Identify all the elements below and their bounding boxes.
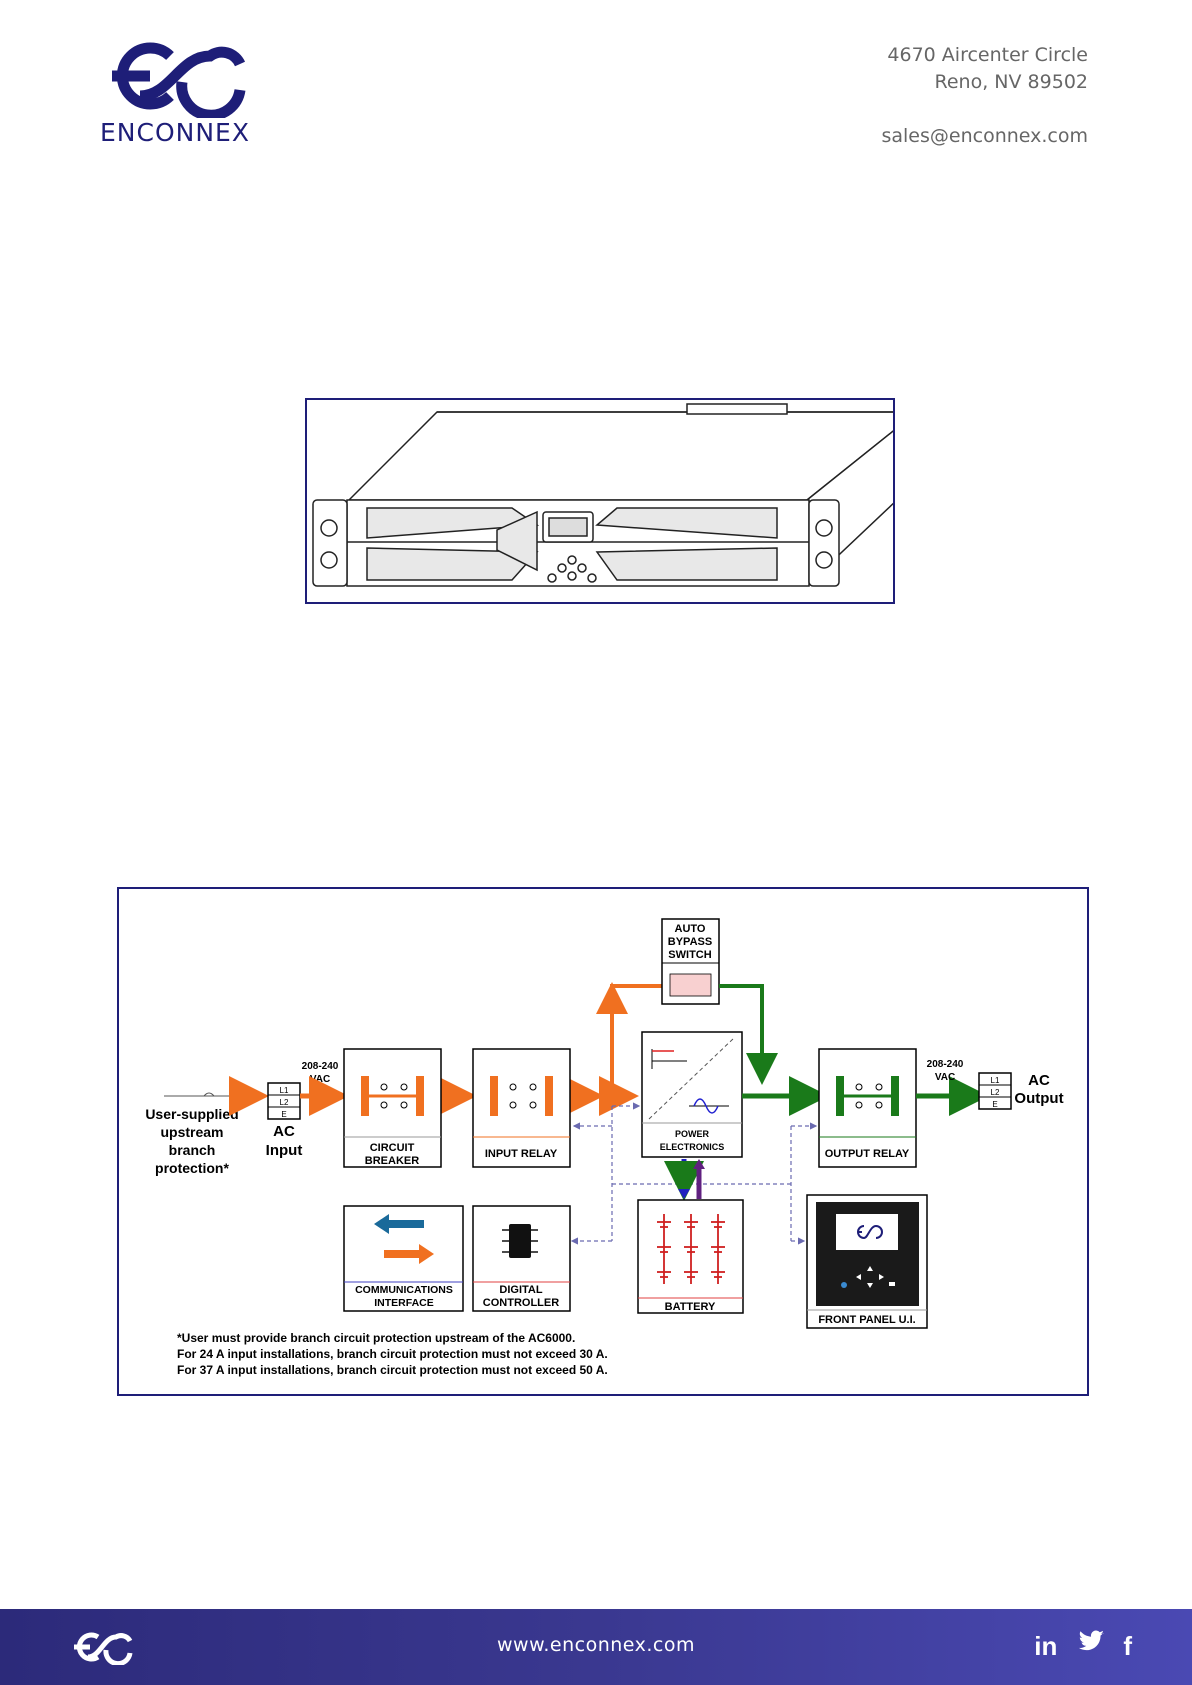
circuit-breaker-label-1: CIRCUIT xyxy=(370,1142,415,1154)
bypass-label-2: BYPASS xyxy=(668,936,712,948)
enconnex-logo-icon xyxy=(112,42,246,118)
output-terminal-l2: L2 xyxy=(991,1088,1000,1097)
company-name: ENCONNEX xyxy=(100,118,250,147)
address-line-2: Reno, NV 89502 xyxy=(934,71,1088,93)
output-relay-label: OUTPUT RELAY xyxy=(825,1148,910,1160)
website-link[interactable]: www.enconnex.com xyxy=(496,1634,696,1656)
user-supplied-label-1: User-supplied xyxy=(145,1106,238,1122)
ac-input-label-2: Input xyxy=(266,1142,303,1159)
ups-product-image xyxy=(312,403,898,587)
note-line-2: For 24 A input installations, branch cir… xyxy=(177,1347,608,1361)
bypass-label-3: SWITCH xyxy=(668,949,711,961)
company-address: 4670 Aircenter Circle Reno, NV 89502 sal… xyxy=(881,42,1088,150)
front-panel-label: FRONT PANEL U.I. xyxy=(818,1314,915,1326)
ac-output-label-1: AC xyxy=(1028,1072,1050,1089)
ac-output-label-2: Output xyxy=(1014,1090,1063,1107)
note-line-3: For 37 A input installations, branch cir… xyxy=(177,1363,608,1377)
bypass-label-1: AUTO xyxy=(675,923,706,935)
social-links: in f xyxy=(1034,1629,1132,1663)
input-voltage-2: VAC xyxy=(310,1074,330,1085)
output-terminal-l1: L1 xyxy=(991,1076,1000,1085)
email-link[interactable]: sales@enconnex.com xyxy=(881,125,1088,147)
input-terminal-l1: L1 xyxy=(280,1086,289,1095)
power-electronics-label-2: ELECTRONICS xyxy=(660,1142,725,1152)
twitter-icon[interactable] xyxy=(1075,1629,1105,1663)
comms-label-2: INTERFACE xyxy=(374,1297,434,1309)
product-photo-frame xyxy=(305,398,898,604)
user-supplied-label-3: branch xyxy=(169,1142,216,1158)
facebook-icon[interactable]: f xyxy=(1123,1631,1132,1661)
digital-controller-label-1: DIGITAL xyxy=(499,1284,542,1296)
page-footer: www.enconnex.com in f xyxy=(0,1609,1192,1685)
power-electronics-label-1: POWER xyxy=(675,1129,710,1139)
address-line-1: 4670 Aircenter Circle xyxy=(887,44,1088,66)
footer-logo-icon xyxy=(70,1629,134,1670)
linkedin-icon[interactable]: in xyxy=(1034,1631,1058,1661)
user-supplied-label-2: upstream xyxy=(160,1124,223,1140)
note-line-1: *User must provide branch circuit protec… xyxy=(177,1331,575,1345)
ups-block-diagram: User-supplied upstream branch protection… xyxy=(145,918,1064,1377)
input-terminal-e: E xyxy=(281,1110,286,1119)
battery-label: BATTERY xyxy=(665,1301,716,1313)
input-relay-label: INPUT RELAY xyxy=(485,1148,558,1160)
comms-label-1: COMMUNICATIONS xyxy=(355,1284,453,1296)
digital-controller-label-2: CONTROLLER xyxy=(483,1297,559,1309)
output-voltage-1: 208-240 xyxy=(927,1059,964,1070)
input-terminal-l2: L2 xyxy=(280,1098,289,1107)
input-voltage-1: 208-240 xyxy=(302,1061,339,1072)
output-terminal-e: E xyxy=(992,1100,997,1109)
ac-input-label-1: AC xyxy=(273,1123,295,1140)
company-logo xyxy=(100,34,252,118)
block-diagram: User-supplied upstream branch protection… xyxy=(117,887,1089,1396)
user-supplied-label-4: protection* xyxy=(155,1160,229,1176)
circuit-breaker-label-2: BREAKER xyxy=(365,1155,419,1167)
output-voltage-2: VAC xyxy=(935,1072,955,1083)
